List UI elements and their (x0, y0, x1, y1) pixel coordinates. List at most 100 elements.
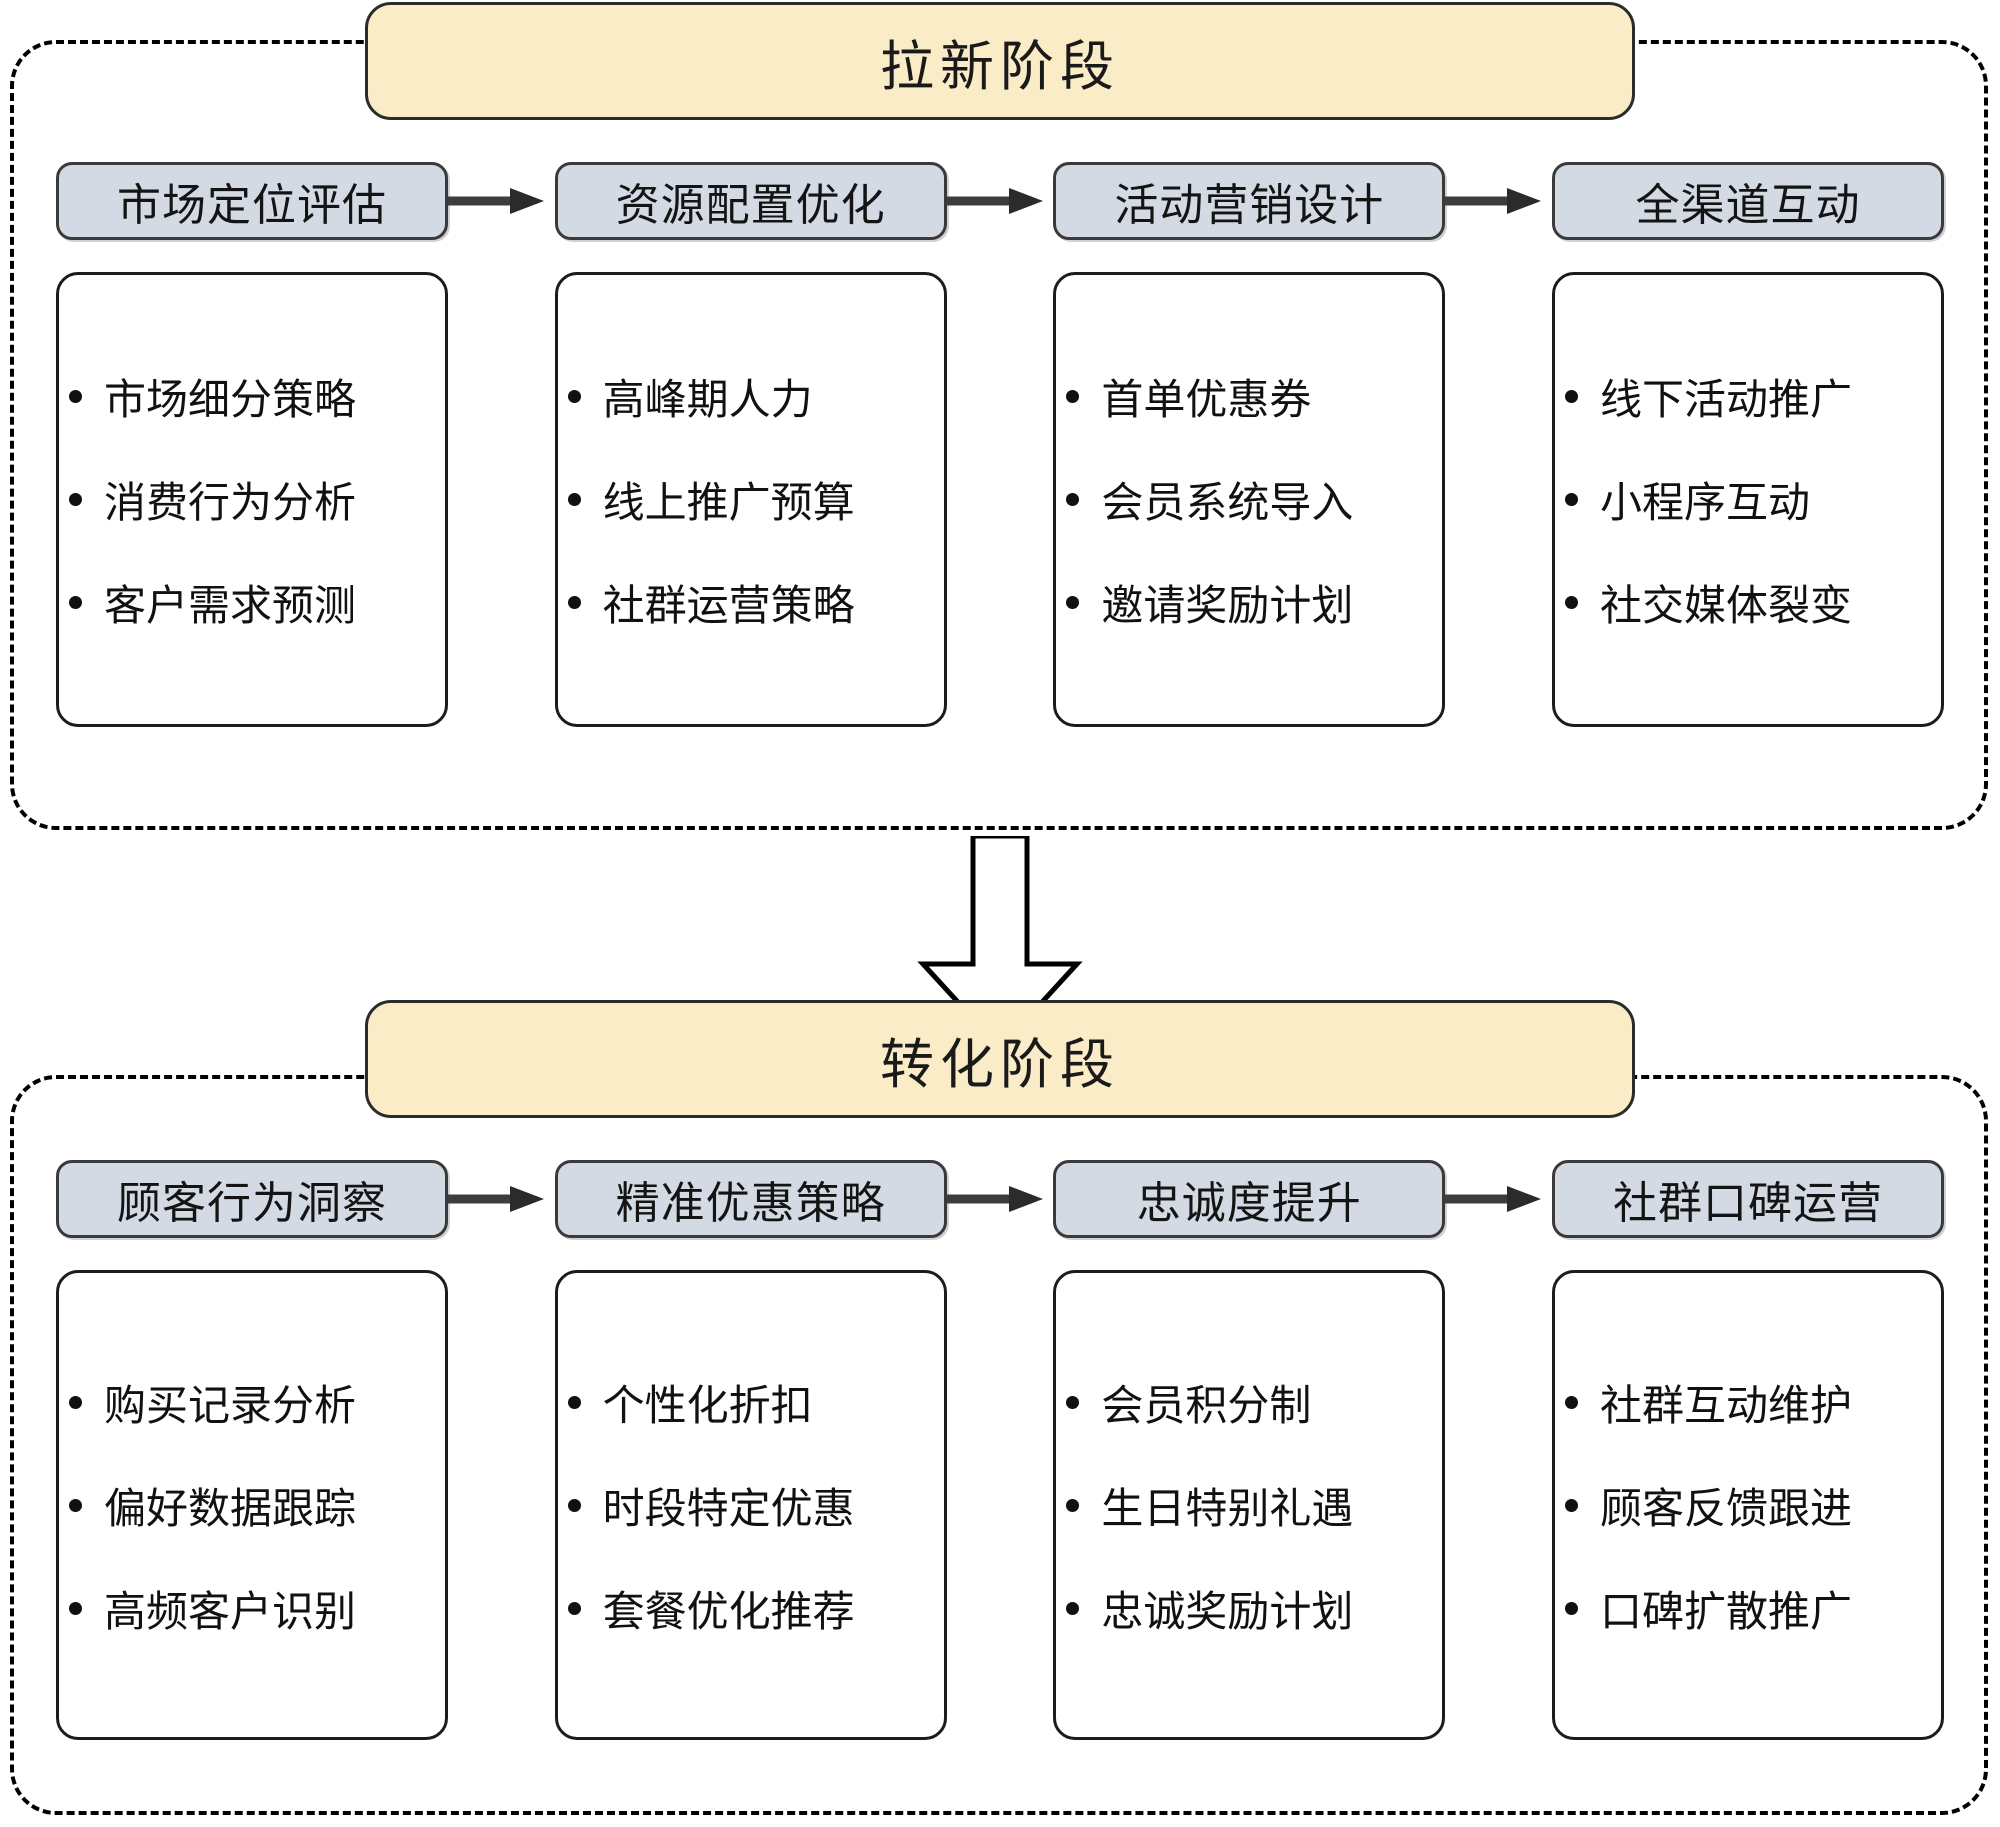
step-header-p2c2[interactable]: 精准优惠策略 (554, 1160, 947, 1238)
list-item: 市场细分策略 (69, 366, 439, 427)
list-item: 生日特别礼遇 (1066, 1475, 1436, 1536)
list-item-label: 时段特定优惠 (602, 1483, 855, 1533)
detail-box-p2c1: 购买记录分析 偏好数据跟踪 高频客户识别 (56, 1270, 448, 1740)
phase-1-column-3: 活动营销设计 首单优惠券 会员系统导入 邀请奖励计划 (1053, 162, 1542, 727)
bullet-icon (1564, 390, 1578, 403)
list-item: 邀请奖励计划 (1066, 572, 1436, 633)
step-header-p1c1-label: 市场定位评估 (117, 180, 387, 231)
list-item: 消费行为分析 (69, 469, 439, 530)
list-item-label: 消费行为分析 (104, 478, 357, 527)
phase-title-2: 转化阶段 (365, 1000, 1635, 1118)
list-item-label: 高峰期人力 (602, 375, 813, 424)
list-item-label: 社群运营策略 (602, 581, 855, 630)
list-item-label: 口碑扩散推广 (1599, 1586, 1852, 1636)
step-header-p2c1-label: 顾客行为洞察 (117, 1178, 387, 1229)
list-item-label: 社群互动维护 (1599, 1380, 1852, 1430)
phase-1-column-1: 市场定位评估 市场细分策略 消费行为分析 客户需求预测 (56, 162, 544, 727)
list-item: 社群互动维护 (1564, 1372, 1935, 1433)
list-item: 购买记录分析 (69, 1372, 439, 1433)
bullet-icon (1066, 493, 1080, 506)
list-item-label: 邀请奖励计划 (1101, 581, 1354, 630)
list-item: 线下活动推广 (1564, 366, 1935, 427)
list-item: 高峰期人力 (567, 366, 938, 427)
detail-box-p1c1: 市场细分策略 消费行为分析 客户需求预测 (56, 272, 448, 727)
detail-box-p1c2: 高峰期人力 线上推广预算 社群运营策略 (554, 272, 947, 727)
step-header-p2c4[interactable]: 社群口碑运营 (1551, 1160, 1944, 1238)
list-item-label: 市场细分策略 (104, 375, 357, 424)
list-item-label: 购买记录分析 (104, 1380, 357, 1430)
list-item-label: 忠诚奖励计划 (1101, 1586, 1354, 1636)
list-item: 个性化折扣 (567, 1372, 938, 1433)
list-item: 首单优惠券 (1066, 366, 1436, 427)
list-item-label: 生日特别礼遇 (1101, 1483, 1354, 1533)
list-item: 忠诚奖励计划 (1066, 1578, 1436, 1639)
bullet-icon (1066, 596, 1080, 609)
phase-title-1-label: 拉新阶段 (880, 34, 1120, 98)
bullet-icon (69, 493, 82, 506)
detail-box-p1c3: 首单优惠券 会员系统导入 邀请奖励计划 (1053, 272, 1446, 727)
list-item: 口碑扩散推广 (1564, 1578, 1935, 1639)
bullet-icon (1066, 1498, 1080, 1512)
list-item-label: 会员系统导入 (1101, 478, 1354, 527)
detail-box-p2c3: 会员积分制 生日特别礼遇 忠诚奖励计划 (1053, 1270, 1446, 1740)
step-header-p1c4[interactable]: 全渠道互动 (1551, 162, 1944, 240)
list-item: 社群运营策略 (567, 572, 938, 633)
bullet-icon (1564, 596, 1578, 609)
list-item-label: 套餐优化推荐 (602, 1586, 855, 1636)
detail-box-p2c4: 社群互动维护 顾客反馈跟进 口碑扩散推广 (1551, 1270, 1944, 1740)
detail-box-p2c2: 个性化折扣 时段特定优惠 套餐优化推荐 (554, 1270, 947, 1740)
step-header-p1c4-label: 全渠道互动 (1635, 180, 1861, 231)
flow-arrow-p2-3-to-4 (1445, 1186, 1542, 1212)
list-item: 时段特定优惠 (567, 1475, 938, 1536)
list-item-label: 顾客反馈跟进 (1599, 1483, 1852, 1533)
list-item-label: 偏好数据跟踪 (104, 1483, 357, 1533)
bullet-icon (1564, 1601, 1578, 1615)
list-item-label: 线下活动推广 (1599, 375, 1852, 424)
list-item: 会员系统导入 (1066, 469, 1436, 530)
step-header-p1c2-label: 资源配置优化 (615, 180, 886, 231)
list-item-label: 线上推广预算 (602, 478, 855, 527)
list-item: 套餐优化推荐 (567, 1578, 938, 1639)
phase-1-column-4: 全渠道互动 线下活动推广 小程序互动 社交媒体裂变 (1551, 162, 1944, 727)
list-item: 客户需求预测 (69, 572, 439, 633)
list-item: 小程序互动 (1564, 469, 1935, 530)
step-header-p2c2-label: 精准优惠策略 (615, 1178, 886, 1229)
list-item: 高频客户识别 (69, 1578, 439, 1639)
detail-box-p1c4: 线下活动推广 小程序互动 社交媒体裂变 (1551, 272, 1944, 727)
bullet-icon (567, 1395, 581, 1409)
bullet-icon (1066, 390, 1080, 403)
list-item-label: 社交媒体裂变 (1599, 581, 1852, 630)
bullet-icon (1066, 1601, 1080, 1615)
bullet-icon (69, 1601, 82, 1615)
list-item-label: 高频客户识别 (104, 1586, 357, 1636)
bullet-icon (1564, 1498, 1578, 1512)
phase-title-2-label: 转化阶段 (880, 1032, 1120, 1096)
bullet-icon (69, 390, 82, 403)
step-header-p1c2[interactable]: 资源配置优化 (554, 162, 947, 240)
list-item: 顾客反馈跟进 (1564, 1475, 1935, 1536)
list-item-label: 客户需求预测 (104, 581, 357, 630)
step-header-p2c3[interactable]: 忠诚度提升 (1053, 1160, 1446, 1238)
step-header-p2c1[interactable]: 顾客行为洞察 (56, 1160, 448, 1238)
step-header-p1c3-label: 活动营销设计 (1114, 180, 1385, 231)
list-item: 会员积分制 (1066, 1372, 1436, 1433)
bullet-icon (1066, 1395, 1080, 1409)
phase-2-column-1: 顾客行为洞察 购买记录分析 偏好数据跟踪 高频客户识别 (56, 1160, 544, 1740)
bullet-icon (69, 1395, 82, 1409)
phase-2-column-3: 忠诚度提升 会员积分制 生日特别礼遇 忠诚奖励计划 (1053, 1160, 1542, 1740)
bullet-icon (567, 390, 581, 403)
phase-2-columns: 顾客行为洞察 购买记录分析 偏好数据跟踪 高频客户识别 (56, 1160, 1944, 1740)
list-item-label: 个性化折扣 (602, 1380, 813, 1430)
list-item: 偏好数据跟踪 (69, 1475, 439, 1536)
step-header-p2c3-label: 忠诚度提升 (1136, 1178, 1362, 1229)
bullet-icon (1564, 1395, 1578, 1409)
step-header-p1c1[interactable]: 市场定位评估 (56, 162, 448, 240)
bullet-icon (1564, 493, 1578, 506)
bullet-icon (567, 1498, 581, 1512)
list-item-label: 会员积分制 (1101, 1380, 1312, 1430)
list-item-label: 小程序互动 (1599, 478, 1810, 527)
phase-title-1: 拉新阶段 (365, 2, 1635, 120)
flow-arrow-p1-2-to-3 (946, 188, 1043, 214)
step-header-p1c3[interactable]: 活动营销设计 (1053, 162, 1446, 240)
